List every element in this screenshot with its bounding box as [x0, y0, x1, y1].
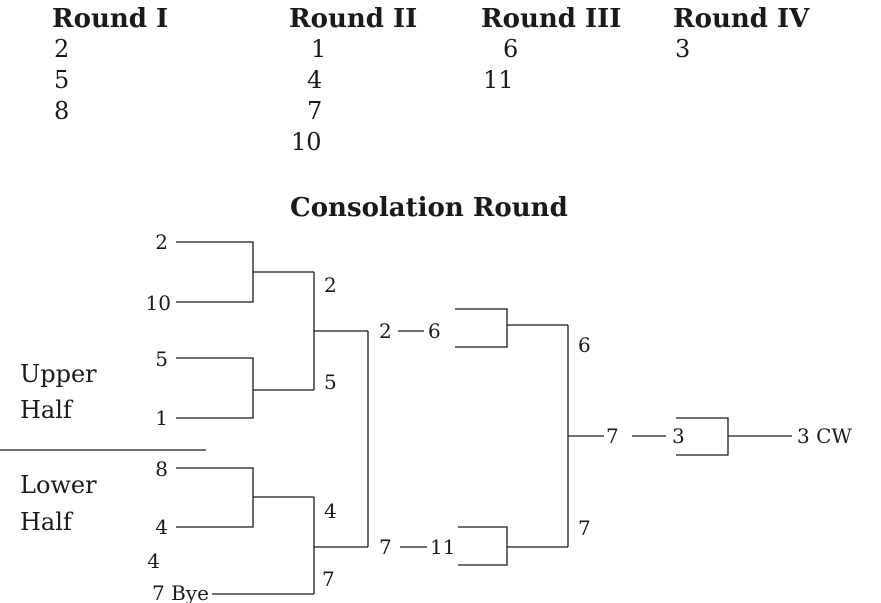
bracket-connector [176, 241, 254, 303]
round-2-value: 4 [307, 66, 323, 94]
round-2-title: Round II [289, 4, 418, 34]
bracket-entry: 4 [155, 515, 168, 539]
bracket-entry: 3 [672, 424, 685, 448]
round-1-value: 5 [54, 66, 70, 94]
bracket-entry: 8 [155, 457, 168, 481]
bracket-connector [458, 526, 508, 566]
round-1-column: Round I 2 5 8 [52, 4, 168, 127]
bracket-entry: 6 [428, 319, 441, 343]
bracket-entry: 2 [324, 273, 337, 297]
bracket-connector [176, 467, 254, 528]
round-2-value: 7 [307, 97, 323, 125]
bracket-entry: 7 [606, 424, 619, 448]
lower-half-label: Lower [20, 471, 97, 499]
bracket-entry: 2 [155, 230, 168, 254]
round-3-value: 11 [483, 66, 514, 94]
bracket-connector [176, 357, 254, 419]
bracket-entry: 5 [324, 370, 337, 394]
bracket-entry: 2 [379, 319, 392, 343]
round-3-value: 6 [503, 35, 519, 63]
round-4-value: 3 [675, 35, 691, 63]
round-2-value: 10 [291, 128, 322, 156]
consolation-title: Consolation Round [290, 193, 568, 223]
round-4-title: Round IV [673, 4, 810, 34]
bracket-lines [0, 241, 792, 595]
bracket-entry: 4 [147, 549, 160, 573]
bracket-entry: 6 [578, 333, 591, 357]
round-2-value: 1 [311, 35, 327, 63]
lower-half-label: Half [20, 508, 74, 536]
bracket-entry: 7 [379, 535, 392, 559]
bracket-entry: 5 [155, 347, 168, 371]
round-3-title: Round III [481, 4, 622, 34]
bracket-entry: 10 [146, 291, 171, 315]
round-1-value: 8 [54, 97, 70, 125]
bracket-entry: 4 [324, 499, 337, 523]
bracket-entry-bye: 7 Bye [152, 581, 209, 603]
round-3-column: Round III 6 11 [481, 4, 621, 96]
bracket-entry: 1 [155, 406, 168, 430]
round-2-column: Round II 1 4 7 10 [289, 4, 417, 158]
round-1-value: 2 [54, 35, 70, 63]
rounds-table: Round I 2 5 8 Round II 1 4 7 10 Round II… [0, 0, 881, 180]
bracket-entry: 11 [430, 535, 455, 559]
bracket-connector [455, 308, 508, 348]
upper-half-label: Half [20, 396, 74, 424]
round-1-title: Round I [52, 4, 169, 34]
upper-half-label: Upper [20, 360, 97, 388]
round-4-column: Round IV 3 [673, 4, 809, 65]
bracket-entry: 7 [578, 516, 591, 540]
bracket-entry: 7 [322, 567, 335, 591]
consolation-winner: 3 CW [797, 424, 852, 448]
